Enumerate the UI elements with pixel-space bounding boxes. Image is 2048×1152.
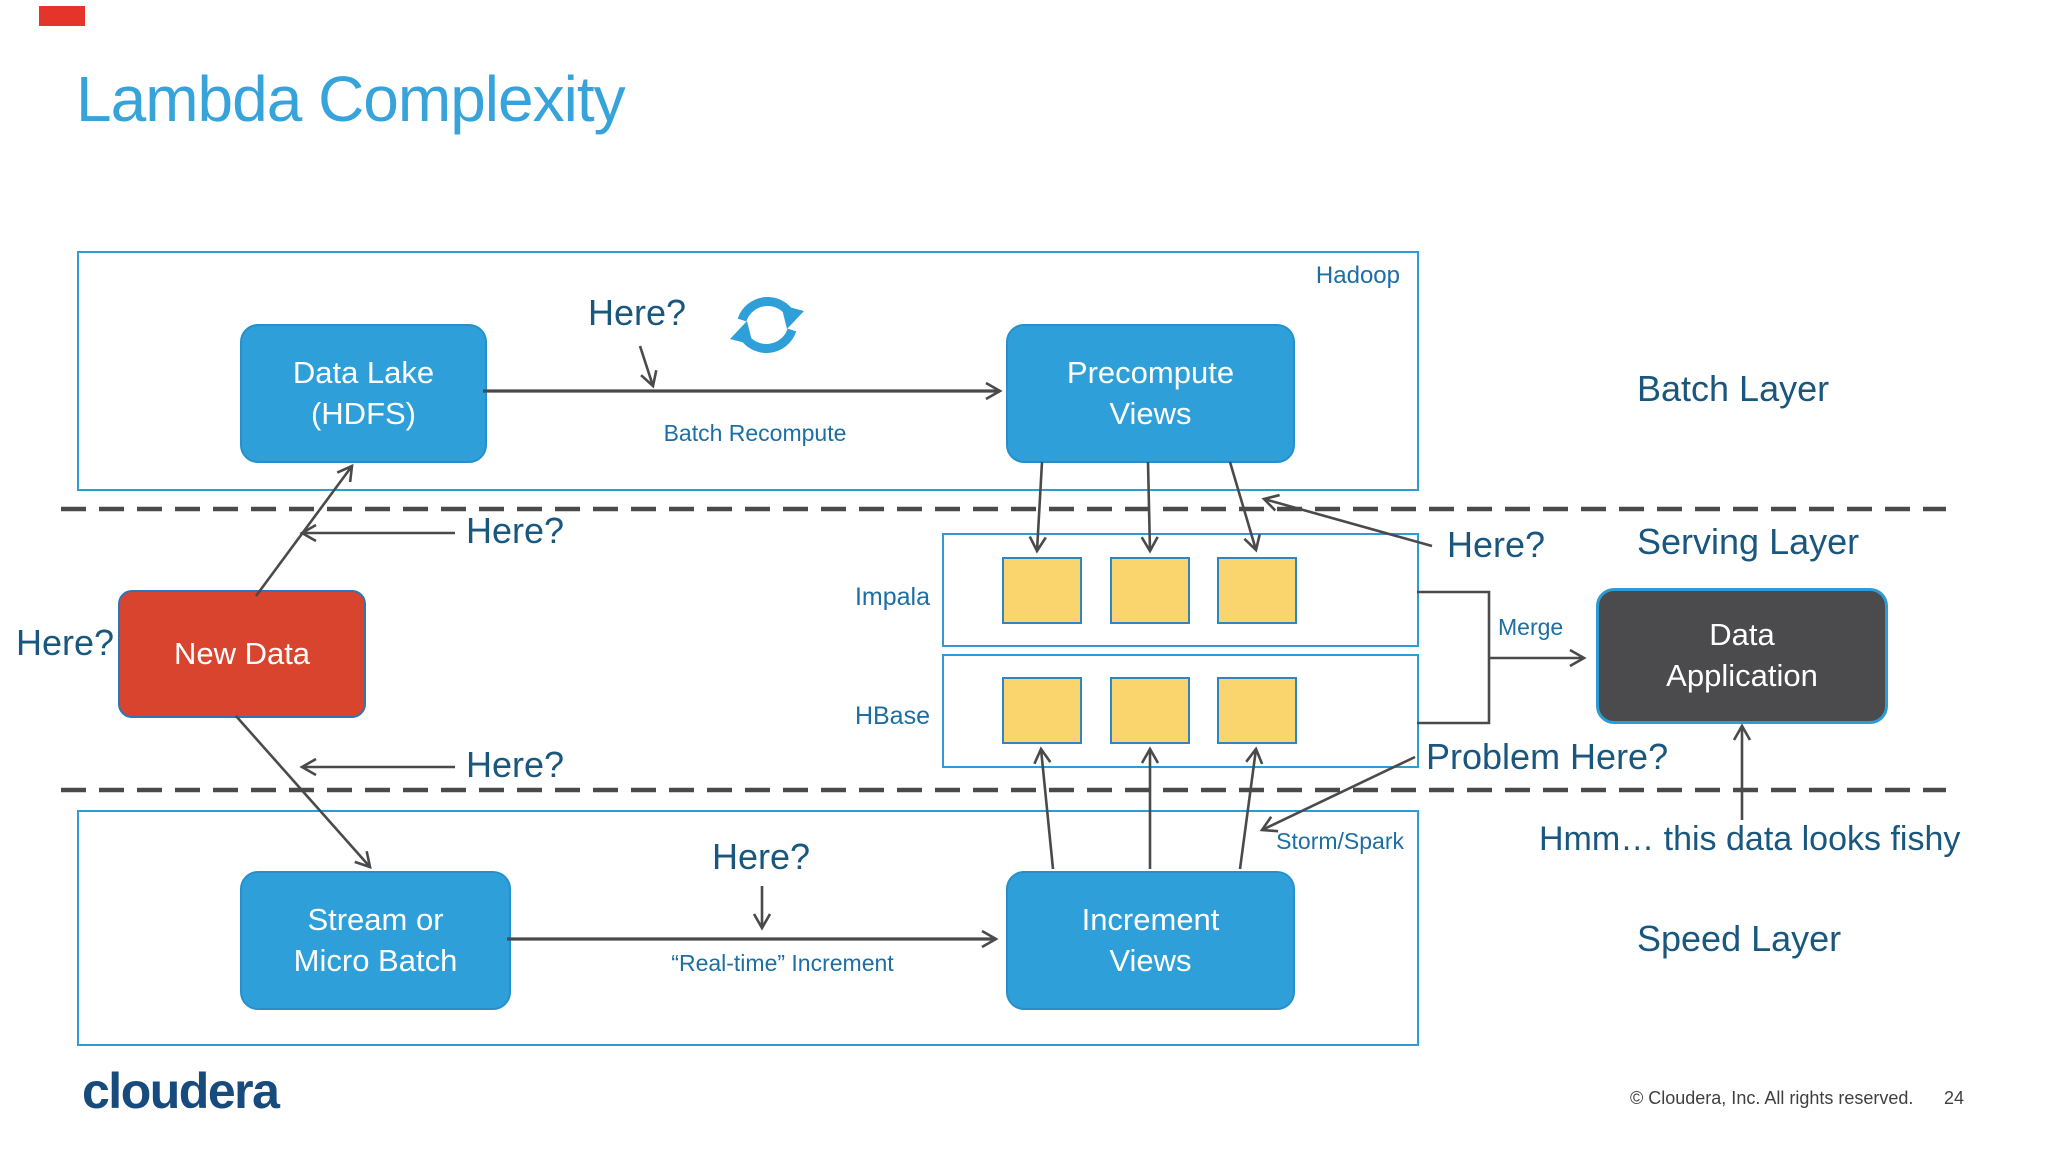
here-annotation-serving-right: Here? [1447,524,1546,565]
impala-view-square [1217,557,1297,624]
storm-spark-label: Storm/Spark [1276,828,1404,854]
problem-here-label: Problem Here? [1426,736,1669,777]
batch-recompute-label: Batch Recompute [663,420,847,446]
batch-layer-label: Batch Layer [1637,368,1830,409]
realtime-increment-label: “Real-time” Increment [671,950,894,976]
speed-layer-box [77,810,1419,1046]
node-data-lake: Data Lake (HDFS) [240,324,487,463]
hbase-view-square [1217,677,1297,744]
impala-label: Impala [854,583,930,611]
serving-layer-label: Serving Layer [1637,521,1860,562]
copyright-text: © Cloudera, Inc. All rights reserved. [1630,1088,1914,1108]
node-precompute-views: Precompute Views [1006,324,1295,463]
hbase-view-square [1002,677,1082,744]
cloudera-logo: cloudera [82,1063,280,1119]
page-title: Lambda Complexity [76,63,626,135]
here-annotation-new-data: Here? [16,622,115,663]
here-annotation-speed-mid: Here? [712,836,811,877]
page-number: 24 [1944,1088,1965,1108]
node-new-data: New Data [118,590,366,718]
here-annotation-speed-left: Here? [466,744,565,785]
batch-layer-box [77,251,1419,491]
merge-bracket [1417,590,1491,725]
red-marker [39,6,85,26]
impala-view-square [1110,557,1190,624]
node-stream-or-micro-batch: Stream or Micro Batch [240,871,511,1010]
merge-label: Merge [1498,614,1564,640]
impala-view-square [1002,557,1082,624]
node-data-application: Data Application [1596,588,1888,724]
speed-layer-label: Speed Layer [1637,918,1842,959]
here-annotation-batch: Here? [588,292,687,333]
data-looks-fishy-label: Hmm… this data looks fishy [1539,820,1961,858]
here-annotation-serving-left: Here? [466,510,565,551]
hbase-view-square [1110,677,1190,744]
hadoop-label: Hadoop [1315,262,1400,289]
node-increment-views: Increment Views [1006,871,1295,1010]
hbase-label: HBase [854,702,930,730]
